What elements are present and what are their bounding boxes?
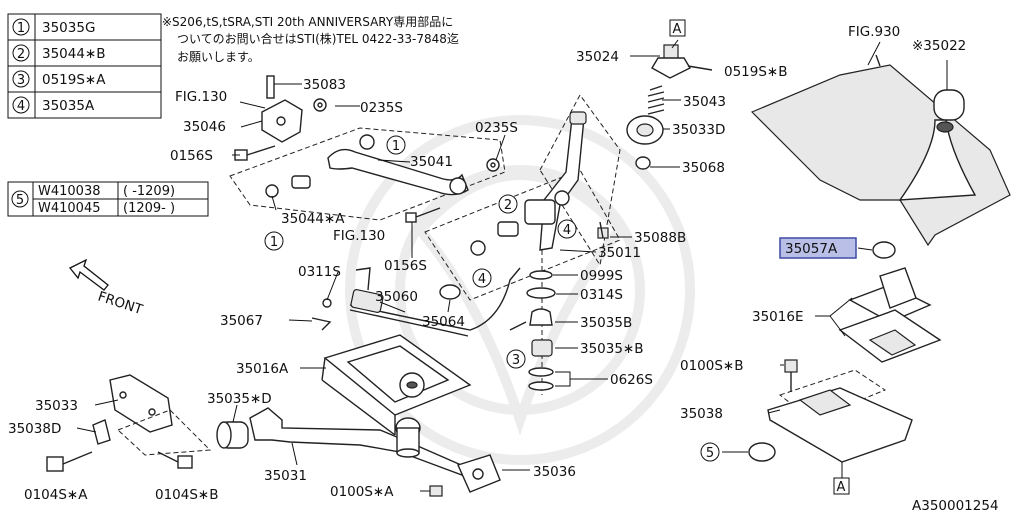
part-label[interactable]: 0104S∗A xyxy=(24,487,88,503)
part-label[interactable]: 35041 xyxy=(410,154,453,170)
legend-code: 35044∗B xyxy=(42,46,106,62)
part-label[interactable]: 0104S∗B xyxy=(155,487,219,503)
ref-a-box: A xyxy=(837,480,846,495)
part-label[interactable]: 35016E xyxy=(752,309,803,325)
washer-num: 5 xyxy=(16,193,24,208)
callout-num: 2 xyxy=(504,198,512,213)
callout-num: 1 xyxy=(392,139,400,154)
part-label[interactable]: 35044∗A xyxy=(281,211,345,227)
part-label[interactable]: 35046 xyxy=(183,119,226,135)
legend-num: 2 xyxy=(17,47,25,62)
washer-code: W410045 xyxy=(38,201,100,216)
bracket-35033 xyxy=(46,374,212,472)
console-boot-fig930 xyxy=(750,54,1011,247)
highlight-box xyxy=(779,237,857,259)
bushing-stack xyxy=(509,250,556,395)
part-label[interactable]: 0235S xyxy=(360,100,403,116)
part-label[interactable]: 35057A xyxy=(785,241,838,257)
part-label[interactable]: 35038 xyxy=(680,406,723,422)
part-label[interactable]: 35064 xyxy=(422,314,465,330)
bracket-35038 xyxy=(748,359,913,463)
part-label[interactable]: 35035∗D xyxy=(207,391,272,407)
front-arrow-icon: FRONT xyxy=(68,258,146,319)
washer-range: ( -1209) xyxy=(123,184,175,199)
mount-plate-35016A xyxy=(321,334,472,436)
washer-table: 5 W410038 W410045 ( -1209) (1209- ) xyxy=(7,181,209,217)
shift-lever-assembly xyxy=(424,94,621,301)
callout-num: 5 xyxy=(706,446,714,461)
rod-35031 xyxy=(216,407,501,497)
part-label[interactable]: 0156S xyxy=(384,258,427,274)
notice-line: お願いします。 xyxy=(177,50,260,64)
notice-line: ついてのお問い合せはSTI(株)TEL 0422-33-7848迄 xyxy=(177,31,459,46)
linkage-assembly xyxy=(229,75,506,223)
part-label[interactable]: 0311S xyxy=(298,264,341,280)
callout-num: 1 xyxy=(270,235,278,250)
fig-ref-label[interactable]: FIG.130 xyxy=(333,228,385,244)
legend-code: 0519S∗A xyxy=(42,72,106,88)
legend-num: 1 xyxy=(17,21,25,36)
ref-a-box: A xyxy=(673,22,682,37)
callout-num: 3 xyxy=(512,353,520,368)
highlighted-part-35057A[interactable]: 35057A xyxy=(779,237,857,259)
part-label[interactable]: 35031 xyxy=(264,468,307,484)
pin-35083 xyxy=(266,75,275,99)
washer-code: W410038 xyxy=(38,184,100,199)
part-label[interactable]: 35024 xyxy=(576,49,619,65)
part-label[interactable]: 35011 xyxy=(598,245,641,261)
part-label[interactable]: 0519S∗B xyxy=(724,64,788,80)
part-labels: 35083 FIG.130 0235S 35046 0156S 35041 02… xyxy=(8,24,999,514)
part-label[interactable]: 35033D xyxy=(672,122,725,138)
washer-range: (1209- ) xyxy=(123,201,175,216)
diagram-id: A350001254 xyxy=(912,498,999,512)
legend-num: 3 xyxy=(17,73,25,88)
part-label[interactable]: 0100S∗B xyxy=(680,358,744,374)
part-label[interactable]: 35035∗B xyxy=(580,341,644,357)
part-label[interactable]: 35088B xyxy=(634,230,686,246)
front-label: FRONT xyxy=(96,289,146,319)
notice-text: ※S206,tS,tSRA,STI 20th ANNIVERSARY専用部品に … xyxy=(162,14,459,64)
part-label[interactable]: 0626S xyxy=(610,372,653,388)
part-label[interactable]: ※35022 xyxy=(912,38,966,54)
part-label[interactable]: 35068 xyxy=(682,160,725,176)
callout-num: 4 xyxy=(563,223,571,238)
leader-lines xyxy=(76,39,948,492)
notice-line: ※S206,tS,tSRA,STI 20th ANNIVERSARY専用部品に xyxy=(162,14,453,29)
part-label[interactable]: 35033 xyxy=(35,398,78,414)
ref-callouts: 1 1 2 4 4 3 5 A A xyxy=(264,19,850,495)
lever-top-parts xyxy=(626,44,713,170)
boot-plate-35016E xyxy=(838,241,942,363)
part-label[interactable]: 35083 xyxy=(303,77,346,93)
part-label[interactable]: 0314S xyxy=(580,287,623,303)
part-label[interactable]: 35043 xyxy=(683,94,726,110)
callout-num: 4 xyxy=(478,272,486,287)
part-label[interactable]: 0999S xyxy=(580,268,623,284)
fig-ref-label[interactable]: FIG.930 xyxy=(848,24,900,40)
part-label[interactable]: 35067 xyxy=(220,313,263,329)
part-label[interactable]: 35036 xyxy=(533,464,576,480)
part-label[interactable]: 0100S∗A xyxy=(330,484,394,500)
part-label[interactable]: 35038D xyxy=(8,421,61,437)
watermark-emblem xyxy=(345,115,695,465)
legend-table: 1 2 3 4 35035G 35044∗B 0519S∗A 35035A xyxy=(7,13,162,119)
part-label[interactable]: 35016A xyxy=(236,361,289,377)
link-rod-35041 xyxy=(327,148,469,196)
fig-ref-label[interactable]: FIG.130 xyxy=(175,89,227,105)
part-label[interactable]: 35060 xyxy=(375,289,418,305)
part-label[interactable]: 0156S xyxy=(170,148,213,164)
part-label[interactable]: 35035B xyxy=(580,315,632,331)
part-label[interactable]: 0235S xyxy=(475,120,518,136)
shift-cable xyxy=(311,267,521,337)
legend-code: 35035A xyxy=(42,98,95,114)
legend-code: 35035G xyxy=(42,20,95,36)
legend-num: 4 xyxy=(17,99,25,114)
